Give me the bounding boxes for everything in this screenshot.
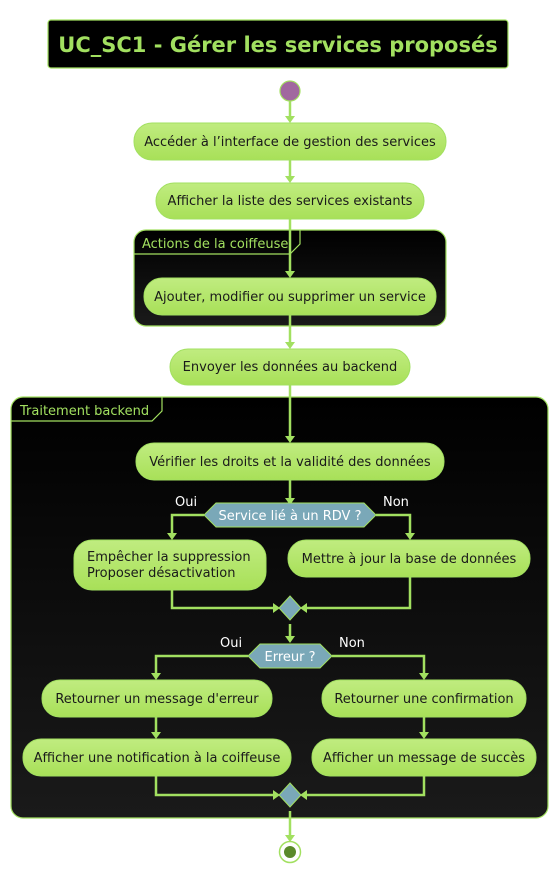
activity-verifier-droits: Vérifier les droits et la validité des d… [135,442,445,481]
merge-node-1 [278,595,302,621]
flow-lines [154,101,426,836]
activity-mettre-a-jour: Mettre à jour la base de données [287,539,531,578]
activity-label: Retourner une confirmation [334,692,513,707]
activity-label: Afficher une notification à la coiffeuse [34,751,281,766]
decision-service-lie-rdv: Service lié à un RDV ? [203,502,377,528]
branch-label-non: Non [339,636,365,651]
branch-label-oui: Oui [220,636,242,651]
end-node [278,840,302,864]
arrow-heads [151,116,429,842]
activity-label: Ajouter, modifier ou supprimer un servic… [154,290,426,305]
activity-afficher-succes: Afficher un message de succès [311,738,537,777]
activity-retourner-erreur: Retourner un message d'erreur [41,679,273,718]
decision-label: Erreur ? [264,650,315,665]
activity-label: Vérifier les droits et la validité des d… [149,455,431,470]
partition-label-coiffeuse: Actions de la coiffeuse [142,237,288,252]
branch-label-oui: Oui [175,495,197,510]
activity-afficher-liste: Afficher la liste des services existants [155,182,425,220]
activity-envoyer-donnees: Envoyer les données au backend [169,348,411,386]
activity-label-line2: Proposer désactivation [87,566,235,581]
activity-label: Mettre à jour la base de données [302,552,517,567]
title-box: UC_SC1 - Gérer les services proposés [47,19,509,69]
activity-empecher-suppression: Empêcher la suppression Proposer désacti… [73,539,267,591]
decision-erreur: Erreur ? [247,643,333,669]
activity-label: Envoyer les données au backend [183,360,398,375]
start-node [279,80,301,102]
partition-label-backend: Traitement backend [19,404,149,419]
merge-node-2 [278,782,302,808]
activity-label: Afficher un message de succès [323,751,525,766]
activity-acceder-interface: Accéder à l’interface de gestion des ser… [133,122,447,161]
activity-label-line1: Empêcher la suppression [87,550,251,565]
decision-label: Service lié à un RDV ? [219,509,362,524]
activity-afficher-notification: Afficher une notification à la coiffeuse [22,738,292,777]
activity-ajouter-modifier-supprimer: Ajouter, modifier ou supprimer un servic… [143,277,437,316]
branch-label-non: Non [383,495,409,510]
activity-label: Accéder à l’interface de gestion des ser… [144,135,436,150]
activity-label: Retourner un message d'erreur [55,692,259,707]
diagram-title: UC_SC1 - Gérer les services proposés [58,33,497,57]
activity-label: Afficher la liste des services existants [168,194,413,209]
activity-retourner-confirmation: Retourner une confirmation [321,679,527,718]
